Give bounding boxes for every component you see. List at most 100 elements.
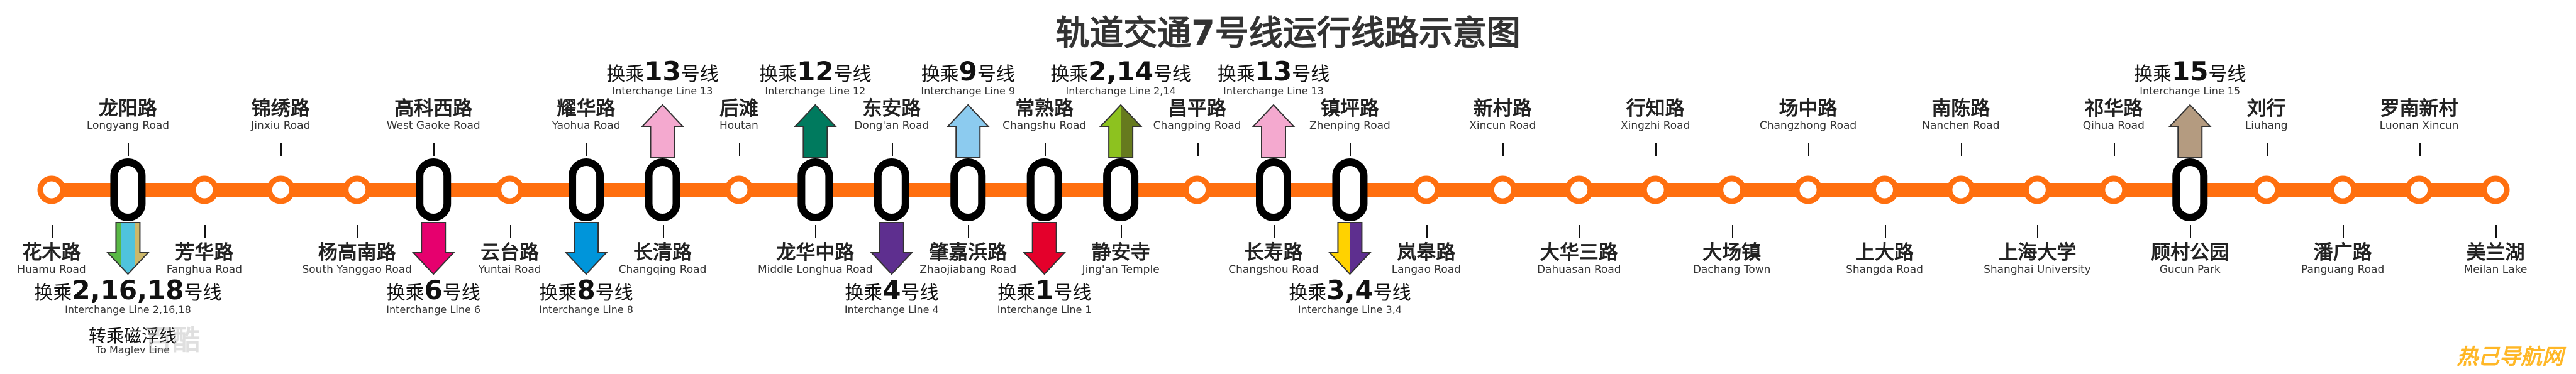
- station-name-zh: 昌平路: [1168, 97, 1227, 120]
- station-marker-27: [2099, 175, 2128, 204]
- station-name-en: South Yanggao Road: [302, 263, 412, 276]
- interchange-line-number: 2,14: [1088, 56, 1153, 87]
- station-name-en: Huamu Road: [17, 263, 86, 276]
- station-name-zh: 芳华路: [175, 241, 234, 264]
- station-marker-interchange-8: [645, 158, 680, 221]
- station-marker-24: [1870, 175, 1899, 204]
- station-name-zh: 镇坪路: [1320, 97, 1379, 120]
- station-name-zh: 锦绣路: [251, 97, 310, 120]
- station-name-zh: 祁华路: [2084, 97, 2143, 120]
- interchange-suffix: 号线: [1053, 282, 1092, 304]
- station-name-zh: 顾村公园: [2151, 241, 2229, 264]
- station-leader-15: [1197, 143, 1199, 156]
- interchange-label-zh: 换乘12号线: [711, 57, 919, 85]
- interchange-arrow-1: [106, 222, 150, 275]
- station-leader-6: [509, 225, 511, 238]
- station-name-zh: 美兰湖: [2466, 241, 2525, 264]
- interchange-suffix: 号线: [977, 63, 1015, 85]
- station-name-en: Xincun Road: [1469, 119, 1536, 132]
- station-name-zh: 潘广路: [2313, 241, 2372, 264]
- station-marker-30: [2328, 175, 2357, 204]
- station-leader-20: [1579, 225, 1580, 238]
- station-leader-4: [357, 225, 358, 238]
- station-name-zh: 龙阳路: [98, 97, 157, 120]
- interchange-suffix: 号线: [595, 282, 633, 304]
- interchange-line-number: 2,16,18: [72, 275, 184, 305]
- station-leader-5: [433, 143, 435, 156]
- interchange-arrow-17: [1328, 222, 1372, 275]
- station-name-en: Nanchen Road: [1922, 119, 2000, 132]
- station-marker-3: [266, 175, 295, 204]
- station-name-zh: 行知路: [1626, 97, 1685, 120]
- station-leader-12: [968, 225, 970, 238]
- station-leader-9: [738, 143, 740, 156]
- station-marker-29: [2252, 175, 2281, 204]
- station-marker-interchange-14: [1103, 158, 1139, 221]
- interchange-label-zh: 换乘13号线: [1170, 57, 1377, 85]
- interchange-label-zh: 换乘2,14号线: [1017, 56, 1224, 87]
- interchange-label-en: Interchange Line 12: [765, 85, 866, 97]
- station-leader-0: [52, 225, 53, 238]
- station-name-en: Longyang Road: [86, 119, 170, 132]
- station-name-en: Zhenping Road: [1309, 119, 1391, 132]
- station-name-en: Changzhong Road: [1759, 119, 1857, 132]
- interchange-label-en: Interchange Line 13: [1223, 85, 1324, 97]
- interchange-prefix: 换乘: [2134, 63, 2172, 85]
- interchange-arrow-13: [1023, 222, 1067, 275]
- station-marker-9: [724, 175, 753, 204]
- station-marker-19: [1488, 175, 1517, 204]
- station-leader-24: [1884, 225, 1886, 238]
- station-leader-26: [2037, 225, 2039, 238]
- station-leader-21: [1655, 143, 1657, 156]
- station-marker-26: [2023, 175, 2051, 204]
- station-name-zh: 长寿路: [1244, 241, 1303, 264]
- interchange-arrow-5: [411, 222, 455, 275]
- station-leader-14: [1121, 225, 1123, 238]
- station-leader-28: [2190, 225, 2192, 238]
- interchange-line-number: 9: [958, 56, 977, 87]
- station-leader-27: [2113, 143, 2115, 156]
- interchange-label-zh: 换乘4号线: [788, 275, 996, 305]
- interchange-label-zh: 换乘1号线: [941, 276, 1148, 304]
- interchange-line-number: 4: [882, 275, 901, 305]
- station-leader-13: [1044, 143, 1046, 156]
- station-leader-16: [1274, 225, 1275, 238]
- interchange-label-en: Interchange Line 8: [539, 304, 633, 316]
- interchange-line-number: 3,4: [1326, 275, 1374, 305]
- interchange-arrow-11: [870, 222, 914, 275]
- station-name-zh: 长清路: [633, 241, 692, 264]
- interchange-line-number: 15: [2172, 56, 2209, 87]
- interchange-suffix: 号线: [1373, 282, 1411, 304]
- station-name-en: Changqing Road: [618, 263, 707, 276]
- station-name-zh: 东安路: [862, 97, 921, 120]
- station-leader-3: [280, 143, 282, 156]
- interchange-arrow-7: [564, 222, 608, 275]
- station-leader-8: [662, 225, 664, 238]
- station-marker-interchange-7: [569, 158, 604, 221]
- station-name-zh: 耀华路: [557, 97, 616, 120]
- station-name-zh: 新村路: [1473, 97, 1532, 120]
- station-name-zh: 云台路: [480, 241, 540, 264]
- station-name-en: Langao Road: [1391, 263, 1462, 276]
- interchange-suffix: 号线: [1292, 63, 1330, 85]
- interchange-label-en: Interchange Line 1: [997, 304, 1092, 316]
- interchange-arrow-8: [641, 104, 684, 158]
